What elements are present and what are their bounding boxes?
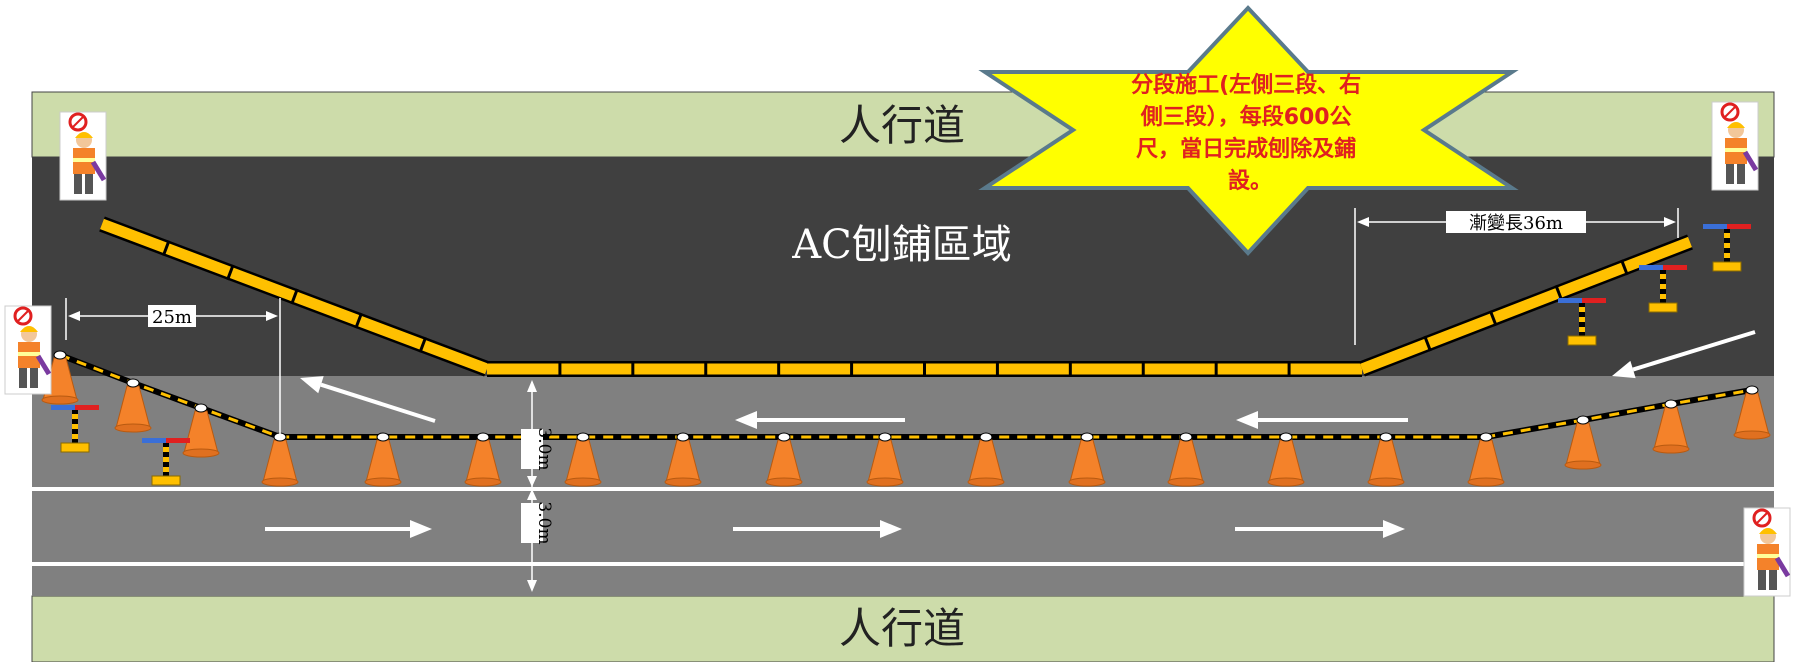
warning-lights [51,224,1751,486]
ac-work-zone [32,157,1774,376]
direction-arrow-icon [733,520,902,538]
warning-light-icon [1703,224,1751,272]
callout-line-3: 尺，當日完成刨除及鋪 [1136,136,1356,162]
traffic-cone-icon [1467,432,1505,487]
flagger-worker-icon [1743,507,1791,597]
lane-line-2 [32,562,1774,566]
direction-arrow-icon [1612,330,1756,379]
work-zone-label: AC刨鋪區域 [791,222,1012,268]
traffic-cone-icon [364,432,402,487]
barrier-divider [418,336,428,353]
callout-star [978,5,1519,256]
barrier-divider [161,240,171,257]
traffic-cone-icon [1733,385,1771,440]
warning-light-icon [1558,298,1606,346]
left-taper-label: 25m [152,307,192,328]
traffic-cone-icon [261,432,299,487]
traffic-cone-icon [1267,432,1305,487]
flagger-worker-icon [4,305,52,395]
barrier-fill [1360,236,1692,375]
traffic-cone-icon [765,432,803,487]
traffic-cone-icon [114,378,152,433]
direction-arrow-icon [1236,411,1408,429]
barrier-divider [290,288,299,305]
flaggers [4,101,1791,597]
warning-light-icon [51,405,99,453]
barrier-divider [1488,310,1498,327]
lane-line-1 [32,487,1774,491]
direction-arrow-icon [1235,520,1405,538]
direction-arrow-icon [300,376,436,423]
traffic-cone-icon [1652,399,1690,454]
lane-width-label-1: 3.0m [534,427,554,470]
warning-light-icon [142,438,190,486]
traffic-cone-icon [1564,415,1602,470]
sidewalk-top [31,91,1775,158]
traffic-cone-icon [464,432,502,487]
traffic-cone-icon [182,403,220,458]
traffic-cones [41,350,1771,487]
barrier-divider [1620,259,1629,276]
barrier-divider [226,264,235,281]
sidewalk-bottom [31,595,1775,662]
sidewalk-top-label: 人行道 [839,101,965,150]
traffic-cone-icon [664,432,702,487]
flagger-worker-icon [1711,101,1759,191]
callout-line-1: 分段施工(左側三段、右 [1131,72,1361,98]
warning-light-icon [1639,265,1687,313]
direction-arrows [265,330,1756,538]
left-taper-dimension [65,298,281,438]
traffic-cone-icon [1167,432,1205,487]
barrier-divider [1554,284,1564,301]
traffic-cone-icon [967,432,1005,487]
traffic-cone-icon [866,432,904,487]
callout-text: 分段施工(左側三段、右 側三段），每段600公 尺，當日完成刨除及鋪 設。 [1131,72,1369,194]
flagger-worker-icon [59,111,107,201]
callout-line-4: 設。 [1228,168,1272,194]
barrier-divider [354,312,363,329]
callout-line-2: 側三段），每段600公 [1140,104,1352,130]
right-taper-label: 漸變長36m [1469,213,1563,234]
sidewalk-bottom-label: 人行道 [839,604,965,653]
traffic-cone-icon [1068,432,1106,487]
traffic-cone-icon [1367,432,1405,487]
direction-arrow-icon [735,411,905,429]
yellow-barrier [99,216,1693,377]
direction-arrow-icon [265,520,432,538]
lane-width-dimension [521,380,543,592]
traffic-cone-icon [564,432,602,487]
barrier-divider [1423,335,1432,352]
right-taper-dimension [1354,208,1679,345]
lane-width-label-2: 3.0m [534,501,554,544]
